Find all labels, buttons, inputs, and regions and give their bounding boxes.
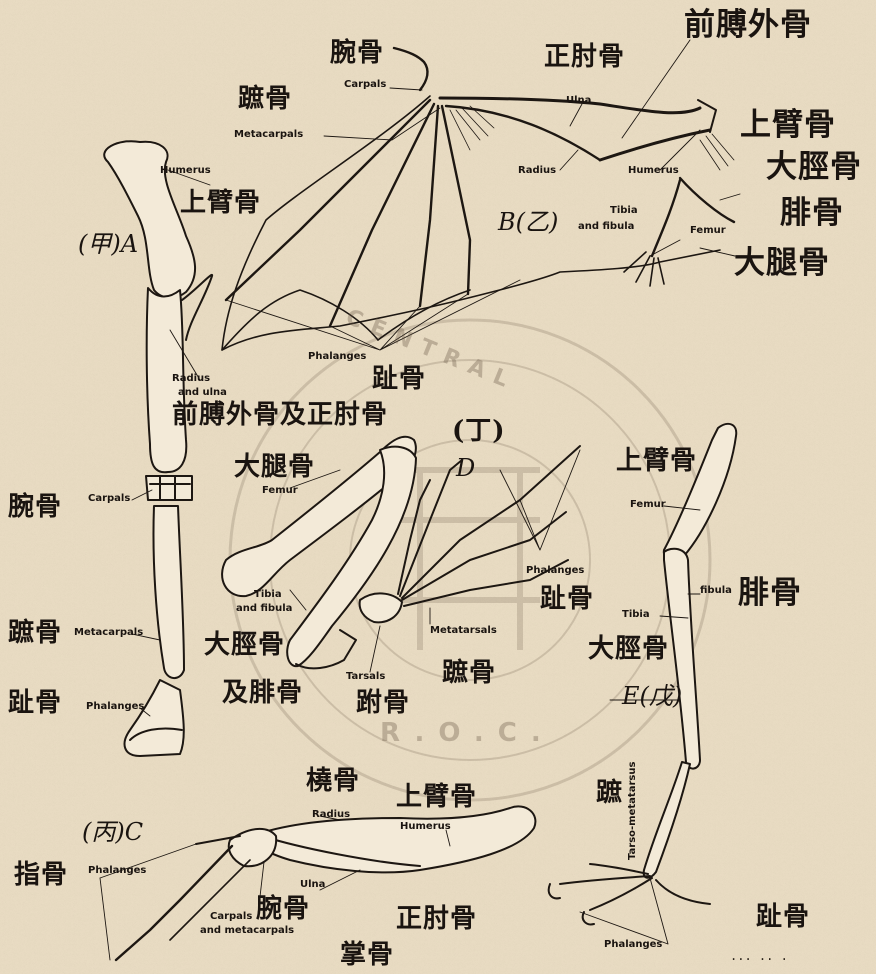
d-metatarsals-cn: 蹠骨 — [442, 660, 496, 686]
b-femur-cn: 大腿骨 — [734, 248, 830, 279]
e-tibia-cn: 大脛骨 — [588, 636, 669, 662]
footer-marks: ... .. . — [730, 950, 788, 962]
b-fibula-cn: 腓骨 — [780, 198, 844, 229]
d-fibula-cn: 及腓骨 — [222, 680, 303, 706]
b-ulna-cn: 正肘骨 — [544, 44, 625, 70]
e-phalanges-en: Phalanges — [604, 940, 662, 950]
e-tibia-en: Tibia — [622, 610, 650, 620]
d-tarsals-cn: 跗骨 — [356, 690, 410, 716]
b-tibia-en: Tibia — [610, 206, 638, 216]
d-phalanges-cn: 趾骨 — [540, 586, 594, 612]
a-ulna-en: and ulna — [178, 388, 227, 398]
b-humerus-cn: 上臂骨 — [740, 110, 836, 141]
b-metacarpals-en: Metacarpals — [234, 130, 303, 140]
c-metacarpals-en: and metacarpals — [200, 926, 294, 936]
a-humerus-cn: 上臂骨 — [180, 190, 261, 216]
d-femur-cn: 大腿骨 — [234, 454, 315, 480]
a-radius-en: Radius — [172, 374, 210, 384]
c-ulna-en: Ulna — [300, 880, 325, 890]
a-phalanges-cn: 趾骨 — [8, 690, 62, 716]
e-tarso-en: Tarso-metatarsus — [628, 762, 638, 860]
figure-d-tag: (丁) — [452, 418, 506, 444]
c-phalanges-cn: 指骨 — [14, 862, 68, 888]
a-radius-cn: 前膊外骨及正肘骨 — [172, 402, 388, 428]
a-phalanges-en: Phalanges — [86, 702, 144, 712]
a-metacarpals-en: Metacarpals — [74, 628, 143, 638]
c-phalanges-en: Phalanges — [88, 866, 146, 876]
stamp-bottom-text: R.O.C. — [380, 720, 555, 746]
e-fibula-en: fibula — [700, 586, 732, 596]
e-fibula-cn: 腓骨 — [738, 578, 802, 609]
e-femur-en: Femur — [630, 500, 666, 510]
figure-e-tag: E(戊) — [622, 684, 682, 708]
b-phalanges-cn: 趾骨 — [372, 366, 426, 392]
e-femur-cn: 上臂骨 — [616, 448, 697, 474]
b-phalanges-en: Phalanges — [308, 352, 366, 362]
c-metacarpals-cn: 掌骨 — [340, 942, 394, 968]
a-metacarpals-cn: 蹠骨 — [8, 620, 62, 646]
b-carpals-cn: 腕骨 — [330, 40, 384, 66]
b-carpals-en: Carpals — [344, 80, 386, 90]
b-fibula-en: and fibula — [578, 222, 634, 232]
e-tarso-cn: 蹠 — [596, 780, 623, 806]
d-tibia-cn: 大脛骨 — [204, 632, 285, 658]
d-fibula-en: and fibula — [236, 604, 292, 614]
d-phalanges-en: Phalanges — [526, 566, 584, 576]
d-tibia-en: Tibia — [254, 590, 282, 600]
figure-c-tag: (丙)C — [82, 820, 143, 844]
b-ulna-en: Ulna — [566, 96, 591, 106]
c-radius-en: Radius — [312, 810, 350, 820]
e-phalanges-cn: 趾骨 — [756, 904, 810, 930]
c-carpals-en: Carpals — [210, 912, 252, 922]
c-carpals-cn: 腕骨 — [256, 896, 310, 922]
b-tibia-cn: 大脛骨 — [766, 152, 862, 183]
d-metatarsals-en: Metatarsals — [430, 626, 497, 636]
b-metacarpals-cn: 蹠骨 — [238, 86, 292, 112]
figure-a-tag: (甲)A — [78, 232, 138, 256]
c-humerus-en: Humerus — [400, 822, 451, 832]
b-radius-en: Radius — [518, 166, 556, 176]
b-femur-en: Femur — [690, 226, 726, 236]
c-radius-cn: 橈骨 — [306, 768, 360, 794]
a-carpals-en: Carpals — [88, 494, 130, 504]
c-ulna-cn: 正肘骨 — [396, 906, 477, 932]
b-humerus-en: Humerus — [628, 166, 679, 176]
figure-d-letter: D — [456, 456, 475, 480]
b-radius-cn: 前膊外骨 — [684, 10, 812, 41]
d-femur-en: Femur — [262, 486, 298, 496]
figure-b-tag: B(乙) — [498, 210, 558, 234]
c-humerus-cn: 上臂骨 — [396, 784, 477, 810]
d-tarsals-en: Tarsals — [346, 672, 385, 682]
a-humerus-en: Humerus — [160, 166, 211, 176]
a-carpals-cn: 腕骨 — [8, 494, 62, 520]
